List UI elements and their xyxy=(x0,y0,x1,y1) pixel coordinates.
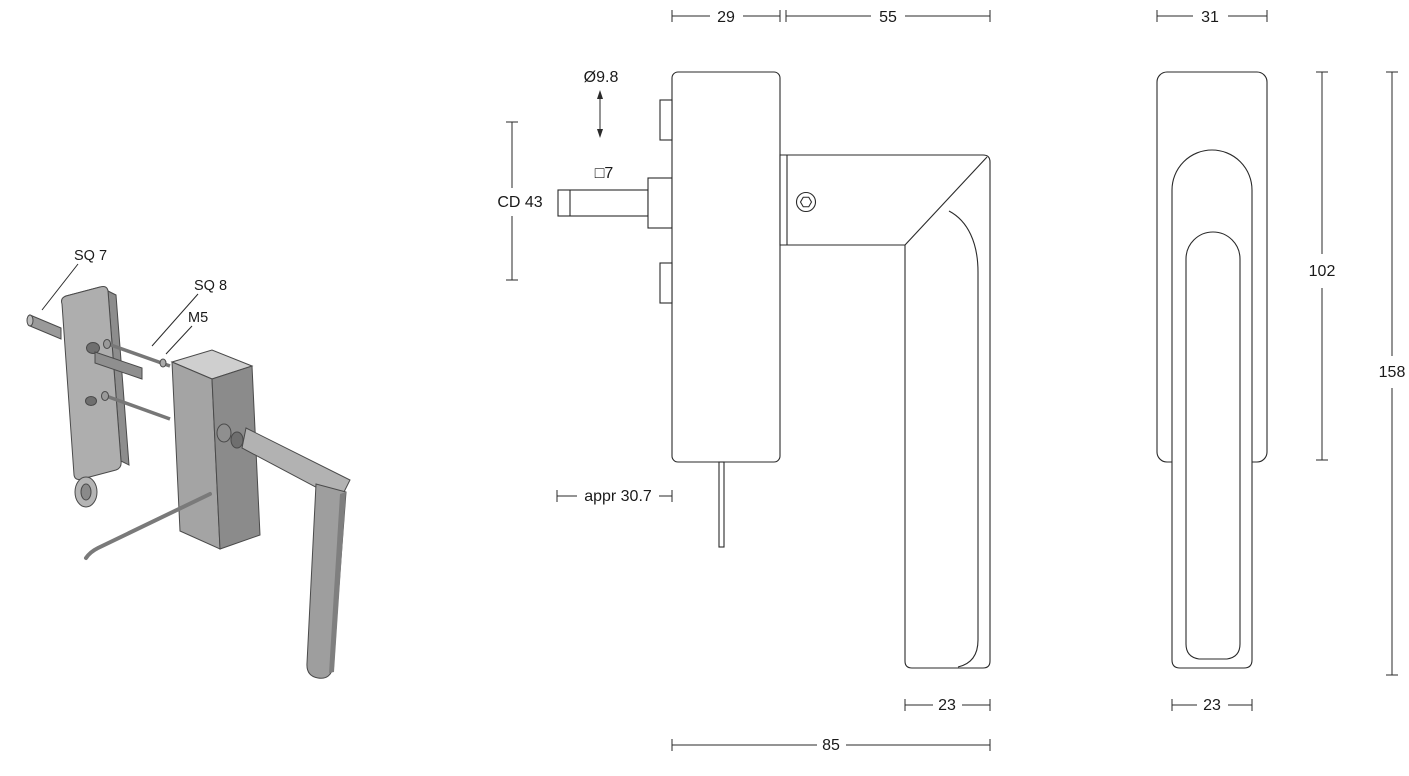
iso-plate-hole-lower xyxy=(85,396,97,406)
sq7-label: SQ 7 xyxy=(74,248,107,264)
dim-total-depth-value: 85 xyxy=(822,737,840,754)
iso-annotations: SQ 7 SQ 8 M5 xyxy=(41,248,227,355)
front-grip-inner-recess xyxy=(1185,231,1241,660)
dim-plate-depth-value: 29 xyxy=(717,9,735,26)
iso-plate-hole-upper xyxy=(86,342,100,354)
iso-grip xyxy=(241,427,351,679)
dim-side-grip-width: 23 xyxy=(904,697,991,714)
dim-spindle-diameter: Ø9.8 xyxy=(584,69,619,138)
iso-square-adapter xyxy=(94,351,143,380)
iso-screw-upper xyxy=(103,339,171,368)
dim-spindle-length: appr 30.7 xyxy=(556,488,673,505)
side-locking-pin xyxy=(718,461,725,548)
iso-pivot-knob xyxy=(216,423,232,443)
iso-backplate xyxy=(61,286,130,508)
side-spindle-collar xyxy=(647,177,673,229)
iso-spindle xyxy=(26,314,62,340)
side-screw-head xyxy=(795,191,817,213)
front-grip-outline xyxy=(1171,149,1253,669)
dim-front-grip-width: 23 xyxy=(1171,697,1253,714)
dim-total-depth: 85 xyxy=(671,737,991,754)
dim-spindle-square-value: □7 xyxy=(595,165,614,182)
m5-leader-line xyxy=(165,325,193,355)
dim-total-height: 158 xyxy=(1379,71,1406,676)
dim-plate-width: 31 xyxy=(1156,9,1268,26)
iso-bent-pin xyxy=(84,492,212,560)
dim-center-distance: CD 43 xyxy=(497,121,543,281)
side-clip-upper xyxy=(659,99,673,141)
sq8-label: SQ 8 xyxy=(194,278,227,294)
side-screw-hex xyxy=(799,196,813,208)
dim-side-grip-width-value: 23 xyxy=(938,697,956,714)
dim-spindle-diameter-value: Ø9.8 xyxy=(584,69,619,86)
dim-arm-length-value: 55 xyxy=(879,9,897,26)
dim-front-grip-width-value: 23 xyxy=(1203,697,1221,714)
dim-plate-height-value: 102 xyxy=(1309,263,1336,280)
front-view: 31 102 158 23 xyxy=(1156,9,1406,714)
dim-center-distance-value: CD 43 xyxy=(497,194,542,211)
sq7-leader-line xyxy=(41,263,79,311)
dim-total-height-value: 158 xyxy=(1379,364,1406,381)
dim-plate-depth: 29 xyxy=(671,9,781,26)
side-arm-miter-line xyxy=(904,156,988,246)
dim-plate-height: 102 xyxy=(1309,71,1336,461)
side-arm-inner-curve xyxy=(948,210,979,668)
side-handle-arm xyxy=(779,154,991,669)
iso-handle-base xyxy=(170,349,261,550)
sq8-leader-line xyxy=(151,293,199,347)
dim-arm-length: 55 xyxy=(785,9,991,26)
side-clip-lower xyxy=(659,262,673,304)
m5-label: M5 xyxy=(188,310,208,326)
iso-view: SQ 7 SQ 8 M5 xyxy=(26,248,351,679)
iso-plate-tag-hole xyxy=(80,483,92,501)
dim-spindle-length-value: appr 30.7 xyxy=(584,488,652,505)
side-backplate xyxy=(671,71,781,463)
dim-plate-width-value: 31 xyxy=(1201,9,1219,26)
iso-pivot xyxy=(230,431,244,449)
side-view: 29 55 Ø9.8 □7 CD 43 xyxy=(497,9,991,754)
side-spindle-shaft xyxy=(557,189,649,217)
iso-screw-lower xyxy=(101,391,171,421)
